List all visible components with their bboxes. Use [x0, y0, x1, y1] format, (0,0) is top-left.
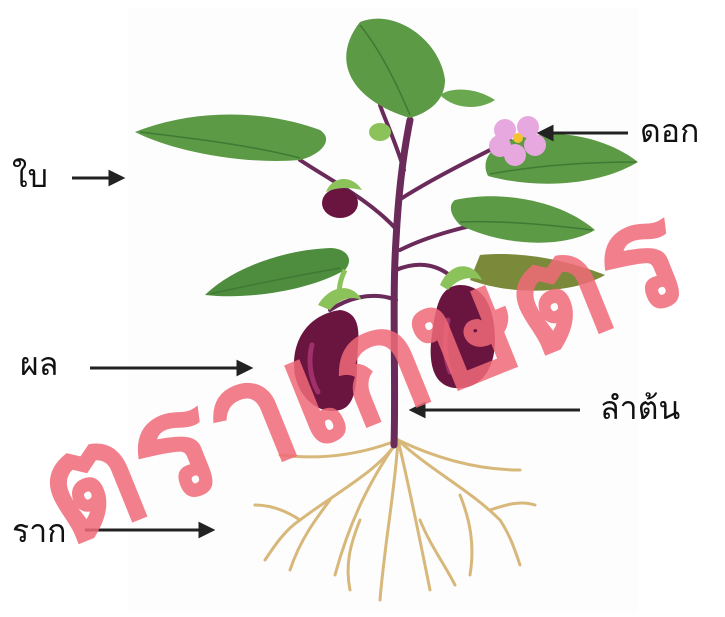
label-flower: ดอก [640, 115, 699, 147]
label-stem: ลำต้น [600, 392, 680, 424]
label-fruit: ผล [20, 348, 58, 380]
label-leaf: ใบ [12, 160, 48, 192]
flower-bud [369, 123, 391, 141]
label-root: ราก [12, 515, 67, 547]
